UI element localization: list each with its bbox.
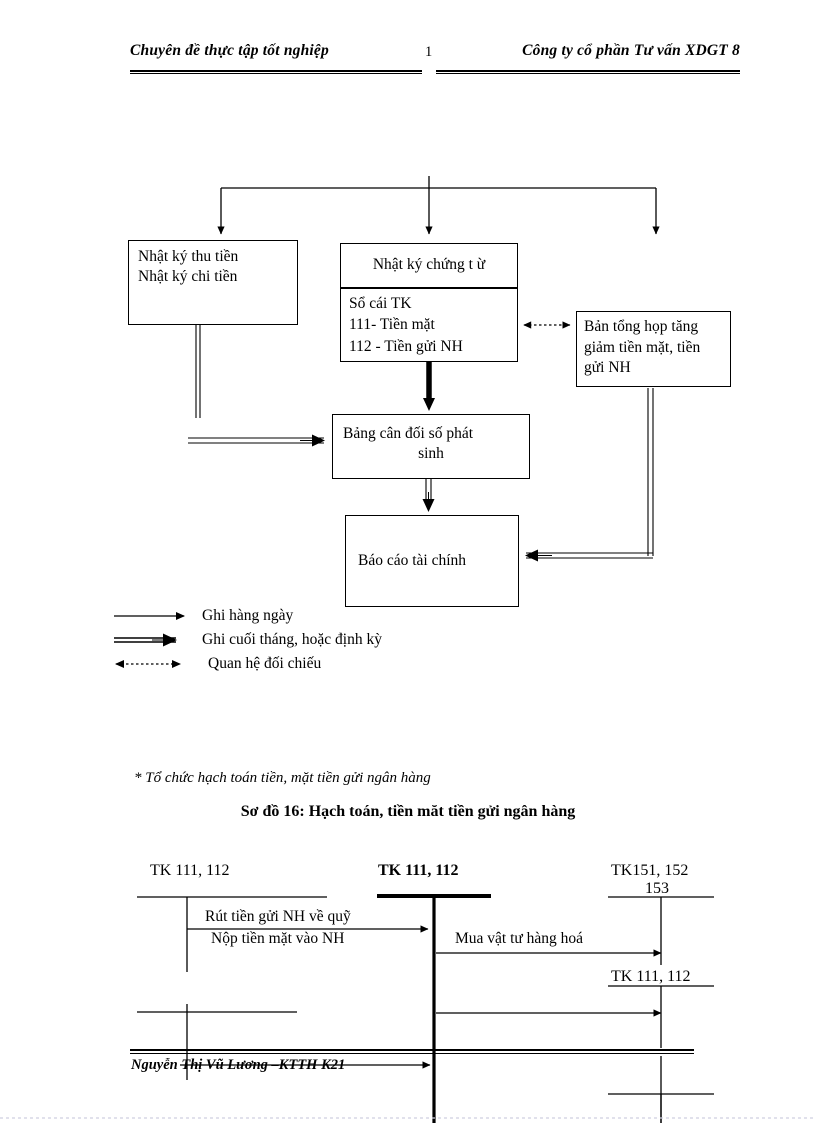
connector-top-distribution <box>217 176 660 235</box>
t-account-right-label-2: TK 111, 112 <box>611 968 691 985</box>
t-account-right-label-line2: 153 <box>645 880 669 897</box>
t-account-left-label: TK 111, 112 <box>150 862 230 879</box>
t-account-right-lower <box>608 985 714 1123</box>
connector-bangcandoi-to-baocao <box>422 479 435 512</box>
box-nhat-ky-thu-chi-tien: Nhật ký thu tiền Nhật ký chi tiền <box>128 240 298 325</box>
legend-item-ghi-cuoi-thang: Ghi cuối tháng, hoặc định kỳ <box>112 628 382 652</box>
double-arrow-icon <box>112 630 192 650</box>
connector-nhatky-vertical-double <box>195 325 201 418</box>
t-account-right-bottom <box>608 1093 714 1123</box>
box-bangcandoi-line2: sinh <box>418 445 444 463</box>
footer-divider <box>130 1049 694 1054</box>
header-page-number: 1 <box>425 44 433 60</box>
thin-arrow-icon <box>112 606 192 626</box>
page-header: Chuyên đề thực tập tốt nghiệp 1 Công ty … <box>130 42 740 76</box>
t-account-right-label-line1: TK151, 152 <box>611 862 689 879</box>
legend-label-2: Quan hệ đối chiếu <box>208 655 322 672</box>
box-bao-cao-tai-chinh: Báo cáo tài chính <box>345 515 519 607</box>
box-socai-line3: 112 - Tiền gửi NH <box>349 337 463 355</box>
t-flow-label-rut-tien-gui: Rút tiền gửi NH về quỹ <box>205 908 351 925</box>
legend-label-1: Ghi cuối tháng, hoặc định kỳ <box>202 631 382 648</box>
dotted-bidirectional-arrow-icon <box>112 654 192 674</box>
diagram-legend: Ghi hàng ngày Ghi cuối tháng, hoặc định … <box>112 604 452 682</box>
box-bantonghop-line2: giảm tiền mặt, tiền <box>584 338 701 356</box>
box-nhatky-line2: Nhật ký chi tiền <box>138 268 238 286</box>
box-bantonghop-line3: gửi NH <box>584 359 631 377</box>
caption-note: * Tổ chức hạch toán tiền, mặt tiền gửi n… <box>134 770 431 786</box>
header-left-text: Chuyên đề thực tập tốt nghiệp <box>130 42 329 59</box>
header-divider-gap <box>422 69 436 76</box>
box-so-cai-tk: Sổ cái TK 111- Tiền mặt 112 - Tiền gửi N… <box>340 288 518 362</box>
t-flow-label-mua-vat-tu: Mua vật tư hàng hoá <box>455 930 584 947</box>
caption-title: Sơ đồ 16: Hạch toán, tiền măt tiền gửi n… <box>240 803 576 820</box>
box-ban-tong-hop: Bản tổng họp tăng giảm tiền mặt, tiền gử… <box>576 311 731 387</box>
connector-bantonghop-to-baocao <box>525 388 654 562</box>
t-account-right-upper <box>608 896 714 965</box>
box-bangcandoi-line1: Bảng cân đối số phát <box>343 425 474 442</box>
box-nhat-ky-chung-tu: Nhật ký chứng t ừ <box>340 243 518 288</box>
box-socai-line2: 111- Tiền mặt <box>349 316 435 334</box>
box-baocao-title: Báo cáo tài chính <box>358 551 467 569</box>
box-bang-can-doi-so-phat-sinh: Bảng cân đối số phát sinh <box>332 414 530 479</box>
footer-author-name: Nguyễn Thị Vũ Lương –KTTH K21 <box>131 1057 346 1073</box>
box-bantonghop-line1: Bản tổng họp tăng <box>584 318 699 335</box>
legend-item-quan-he-doi-chieu: Quan hệ đối chiếu <box>112 652 321 676</box>
legend-label-0: Ghi hàng ngày <box>202 607 294 624</box>
t-account-center-label: TK 111, 112 <box>378 862 459 879</box>
legend-item-ghi-hang-ngay: Ghi hàng ngày <box>112 604 293 628</box>
connector-left-double-arrow-to-bangcandoi <box>188 434 325 447</box>
box-nhatky-line1: Nhật ký thu tiền <box>138 248 239 265</box>
box-nktu-title: Nhật ký chứng t ừ <box>372 256 486 274</box>
t-flow-label-nop-tien-mat: Nộp tiền mặt vào NH <box>211 930 345 947</box>
box-socai-line1: Sổ cái TK <box>349 295 412 312</box>
header-right-text: Công ty cổ phần Tư vấn XDGT 8 <box>522 42 740 59</box>
